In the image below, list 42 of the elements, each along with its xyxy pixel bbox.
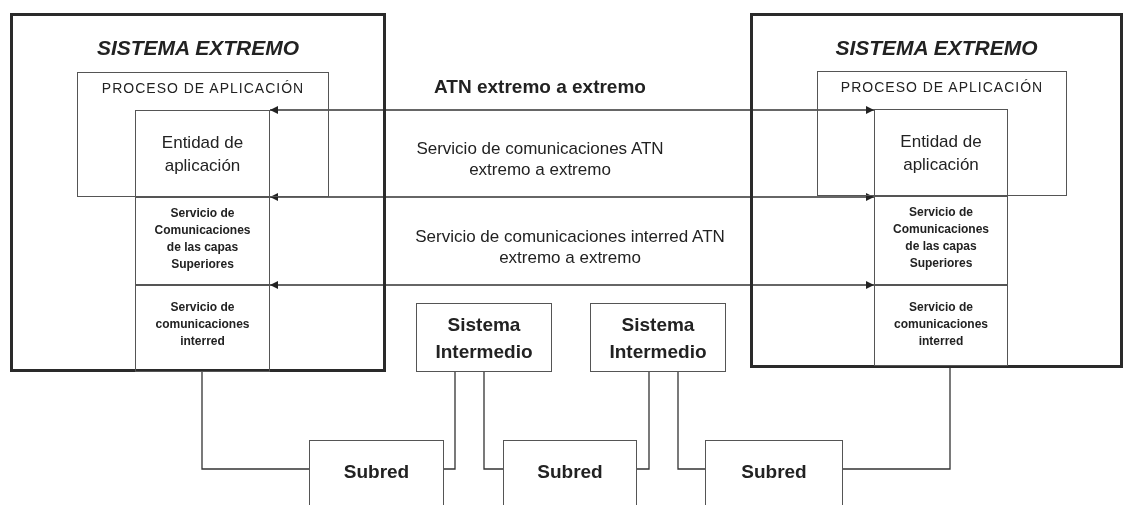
layer-label: Servicio de comunicaciones interred	[154, 299, 251, 350]
connector-line	[483, 371, 504, 470]
intermediate-box	[590, 303, 726, 372]
layer-label: Servicio de Comunicaciones de las capas Superiores	[153, 205, 252, 273]
process-title: PROCESO DE APLICACIÓN	[839, 78, 1045, 96]
subnet-label: Subred	[740, 460, 808, 484]
system-title: SISTEMA EXTREMO	[834, 36, 1039, 60]
layer-box	[135, 197, 270, 285]
connector-line	[636, 371, 650, 470]
layer-box	[135, 285, 270, 372]
connector-line	[443, 371, 456, 470]
arrow	[269, 281, 875, 289]
connector-line	[842, 365, 951, 470]
protocol-label: ATN extremo a extremo	[433, 76, 647, 97]
entity-box	[874, 109, 1008, 196]
protocol-label: Servicio de comunicaciones ATN extremo a extremo	[415, 138, 665, 180]
connector-line	[201, 371, 310, 470]
layer-label: Servicio de comunicaciones interred	[893, 299, 989, 350]
process-box	[77, 72, 329, 197]
subnet-label: Subred	[536, 460, 604, 484]
system-box	[750, 13, 1123, 368]
subnet-box	[705, 440, 843, 505]
system-title: SISTEMA EXTREMO	[95, 36, 301, 60]
intermediate-box	[416, 303, 552, 372]
subnet-label: Subred	[342, 460, 411, 484]
arrow	[269, 193, 875, 201]
intermediate-label: Sistema Intermedio	[608, 313, 708, 364]
subnet-box	[503, 440, 637, 505]
entity-label: Entidad de aplicación	[160, 132, 245, 177]
subnet-box	[309, 440, 444, 505]
entity-box	[135, 110, 270, 197]
layer-box	[874, 196, 1008, 285]
intermediate-label: Sistema Intermedio	[434, 313, 534, 364]
connector-line	[677, 371, 706, 470]
protocol-label: Servicio de comunicaciones interred ATN extremo a extremo	[414, 226, 726, 268]
process-title: PROCESO DE APLICACIÓN	[100, 79, 306, 97]
entity-label: Entidad de aplicación	[899, 131, 983, 176]
system-box	[10, 13, 386, 372]
layer-box	[874, 285, 1008, 366]
arrow	[269, 106, 875, 114]
process-box	[817, 71, 1067, 196]
layer-label: Servicio de Comunicaciones de las capas Superiores	[892, 204, 990, 272]
